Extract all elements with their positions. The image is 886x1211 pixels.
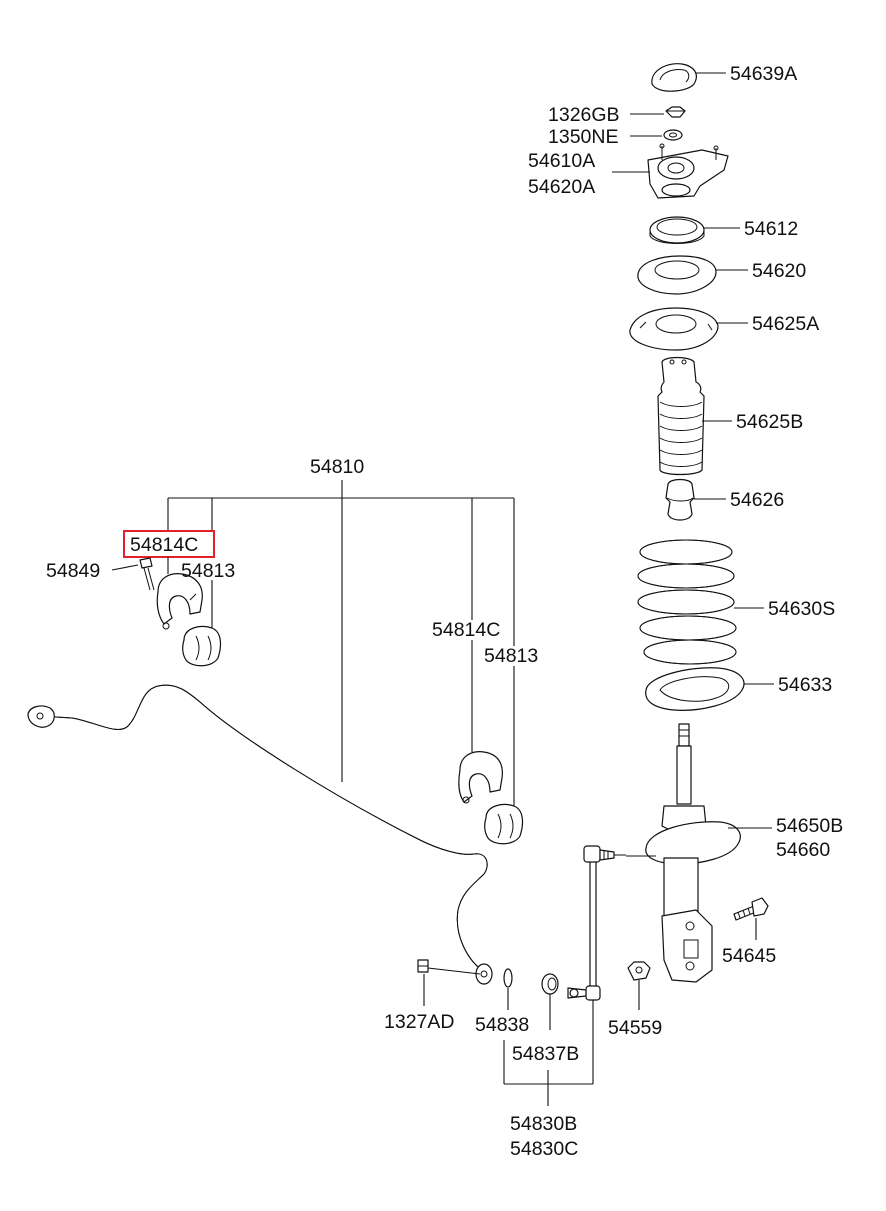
label-54630S: 54630S [768, 598, 835, 620]
label-54610A: 54610A [528, 150, 595, 172]
label-54830B: 54830B [510, 1113, 577, 1135]
label-54639A: 54639A [730, 63, 797, 85]
part-54837B-bushing [541, 973, 559, 995]
label-54620: 54620 [752, 260, 806, 282]
part-54830B-stabilizer-link [567, 845, 626, 1001]
label-54813-left: 54813 [181, 560, 235, 582]
label-54849: 54849 [46, 560, 100, 582]
label-54837B: 54837B [512, 1043, 579, 1065]
label-54633: 54633 [778, 674, 832, 696]
part-1326GB-nut [665, 106, 686, 118]
part-1327AD-clip [417, 959, 429, 973]
part-54639A-cap [651, 63, 697, 92]
label-1327AD: 1327AD [384, 1011, 454, 1033]
label-54810: 54810 [310, 456, 364, 478]
part-54625A-upper-pad [629, 307, 719, 351]
label-54838: 54838 [475, 1014, 529, 1036]
part-54625B-dust-boot [657, 356, 705, 476]
part-54814C-bracket-right [458, 751, 503, 804]
part-54559-nut [627, 961, 651, 981]
label-54625B: 54625B [736, 411, 803, 433]
label-54660: 54660 [776, 839, 830, 861]
part-54645-bolt [733, 897, 769, 921]
part-54838-washer [503, 968, 513, 988]
part-54612-bearing [649, 216, 705, 244]
part-54633-lower-pad [645, 667, 745, 711]
label-54830C: 54830C [510, 1138, 578, 1160]
highlight-box-54814C [123, 530, 215, 558]
part-54620-spring-seat [637, 255, 717, 295]
label-54559: 54559 [608, 1017, 662, 1039]
part-54610A-strut-mount [647, 143, 729, 199]
part-54626-bump-stop [665, 478, 695, 521]
label-54813-right: 54813 [484, 645, 538, 667]
label-1350NE: 1350NE [548, 126, 618, 148]
part-54810-stabilizer-bar [27, 684, 493, 985]
label-54626: 54626 [730, 489, 784, 511]
label-54814C-left[interactable]: 54814C [130, 534, 198, 556]
label-54625A: 54625A [752, 313, 819, 335]
part-54813-bushing-left [182, 625, 222, 667]
part-54630S-coil-spring [637, 539, 737, 665]
label-54645: 54645 [722, 945, 776, 967]
label-54620A: 54620A [528, 176, 595, 198]
part-54849-bolt [139, 557, 155, 591]
label-54612: 54612 [744, 218, 798, 240]
part-54814C-bracket-left [156, 573, 203, 630]
part-54650B-strut-assembly [645, 723, 741, 983]
label-54814C-right: 54814C [432, 619, 500, 641]
part-54813-bushing-right [484, 803, 524, 845]
part-1350NE-washer [663, 129, 683, 141]
label-54650B: 54650B [776, 815, 843, 837]
label-1326GB: 1326GB [548, 104, 620, 126]
